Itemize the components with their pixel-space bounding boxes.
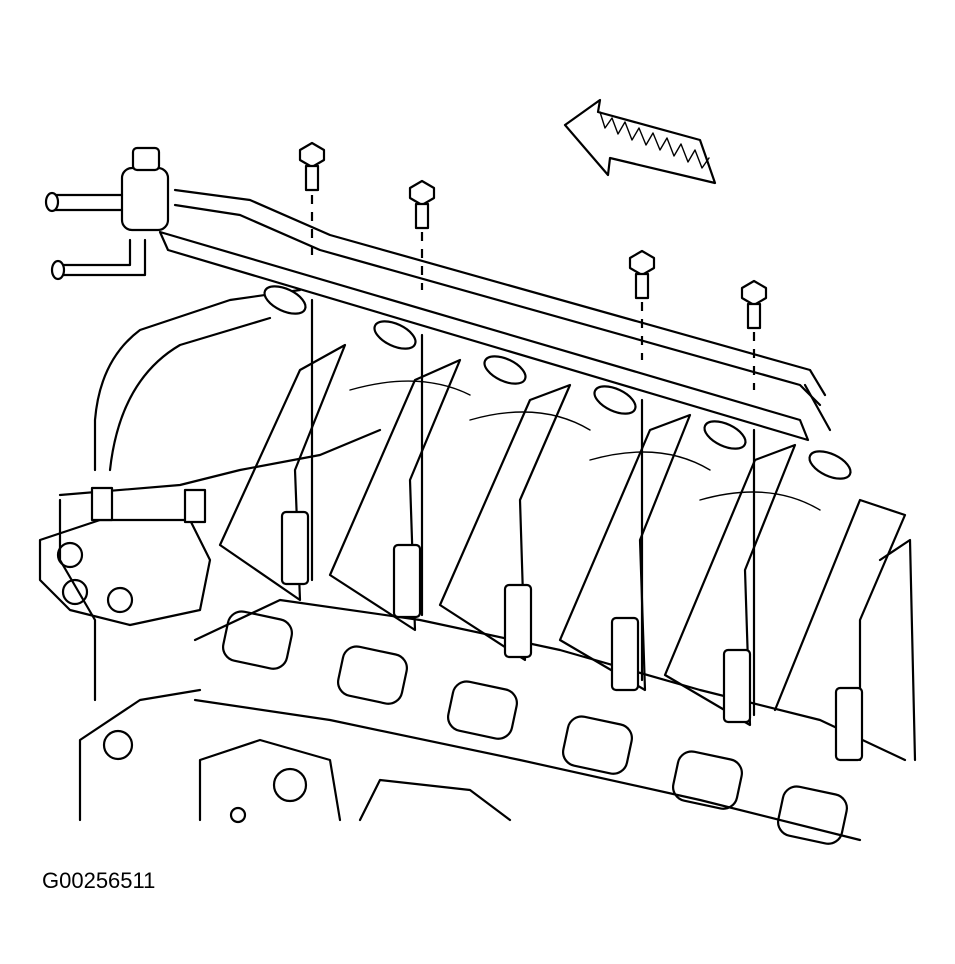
fuel-rail (158, 188, 832, 442)
fuel-pressure-regulator (44, 146, 170, 281)
intake-ports (102, 610, 848, 845)
left-bracket (38, 486, 212, 627)
arrow-left-icon (563, 98, 717, 185)
bolt-icon (740, 279, 768, 717)
bolt-icon (298, 141, 326, 582)
bolt-icon (628, 249, 656, 682)
intake-runners (218, 343, 907, 762)
bolt-icon (408, 179, 436, 617)
figure-id-label: G00256511 (42, 868, 156, 893)
rail-bolts (298, 141, 768, 717)
engine-block (58, 288, 917, 842)
injector-bosses (280, 510, 864, 762)
fuel-injectors (263, 285, 852, 480)
